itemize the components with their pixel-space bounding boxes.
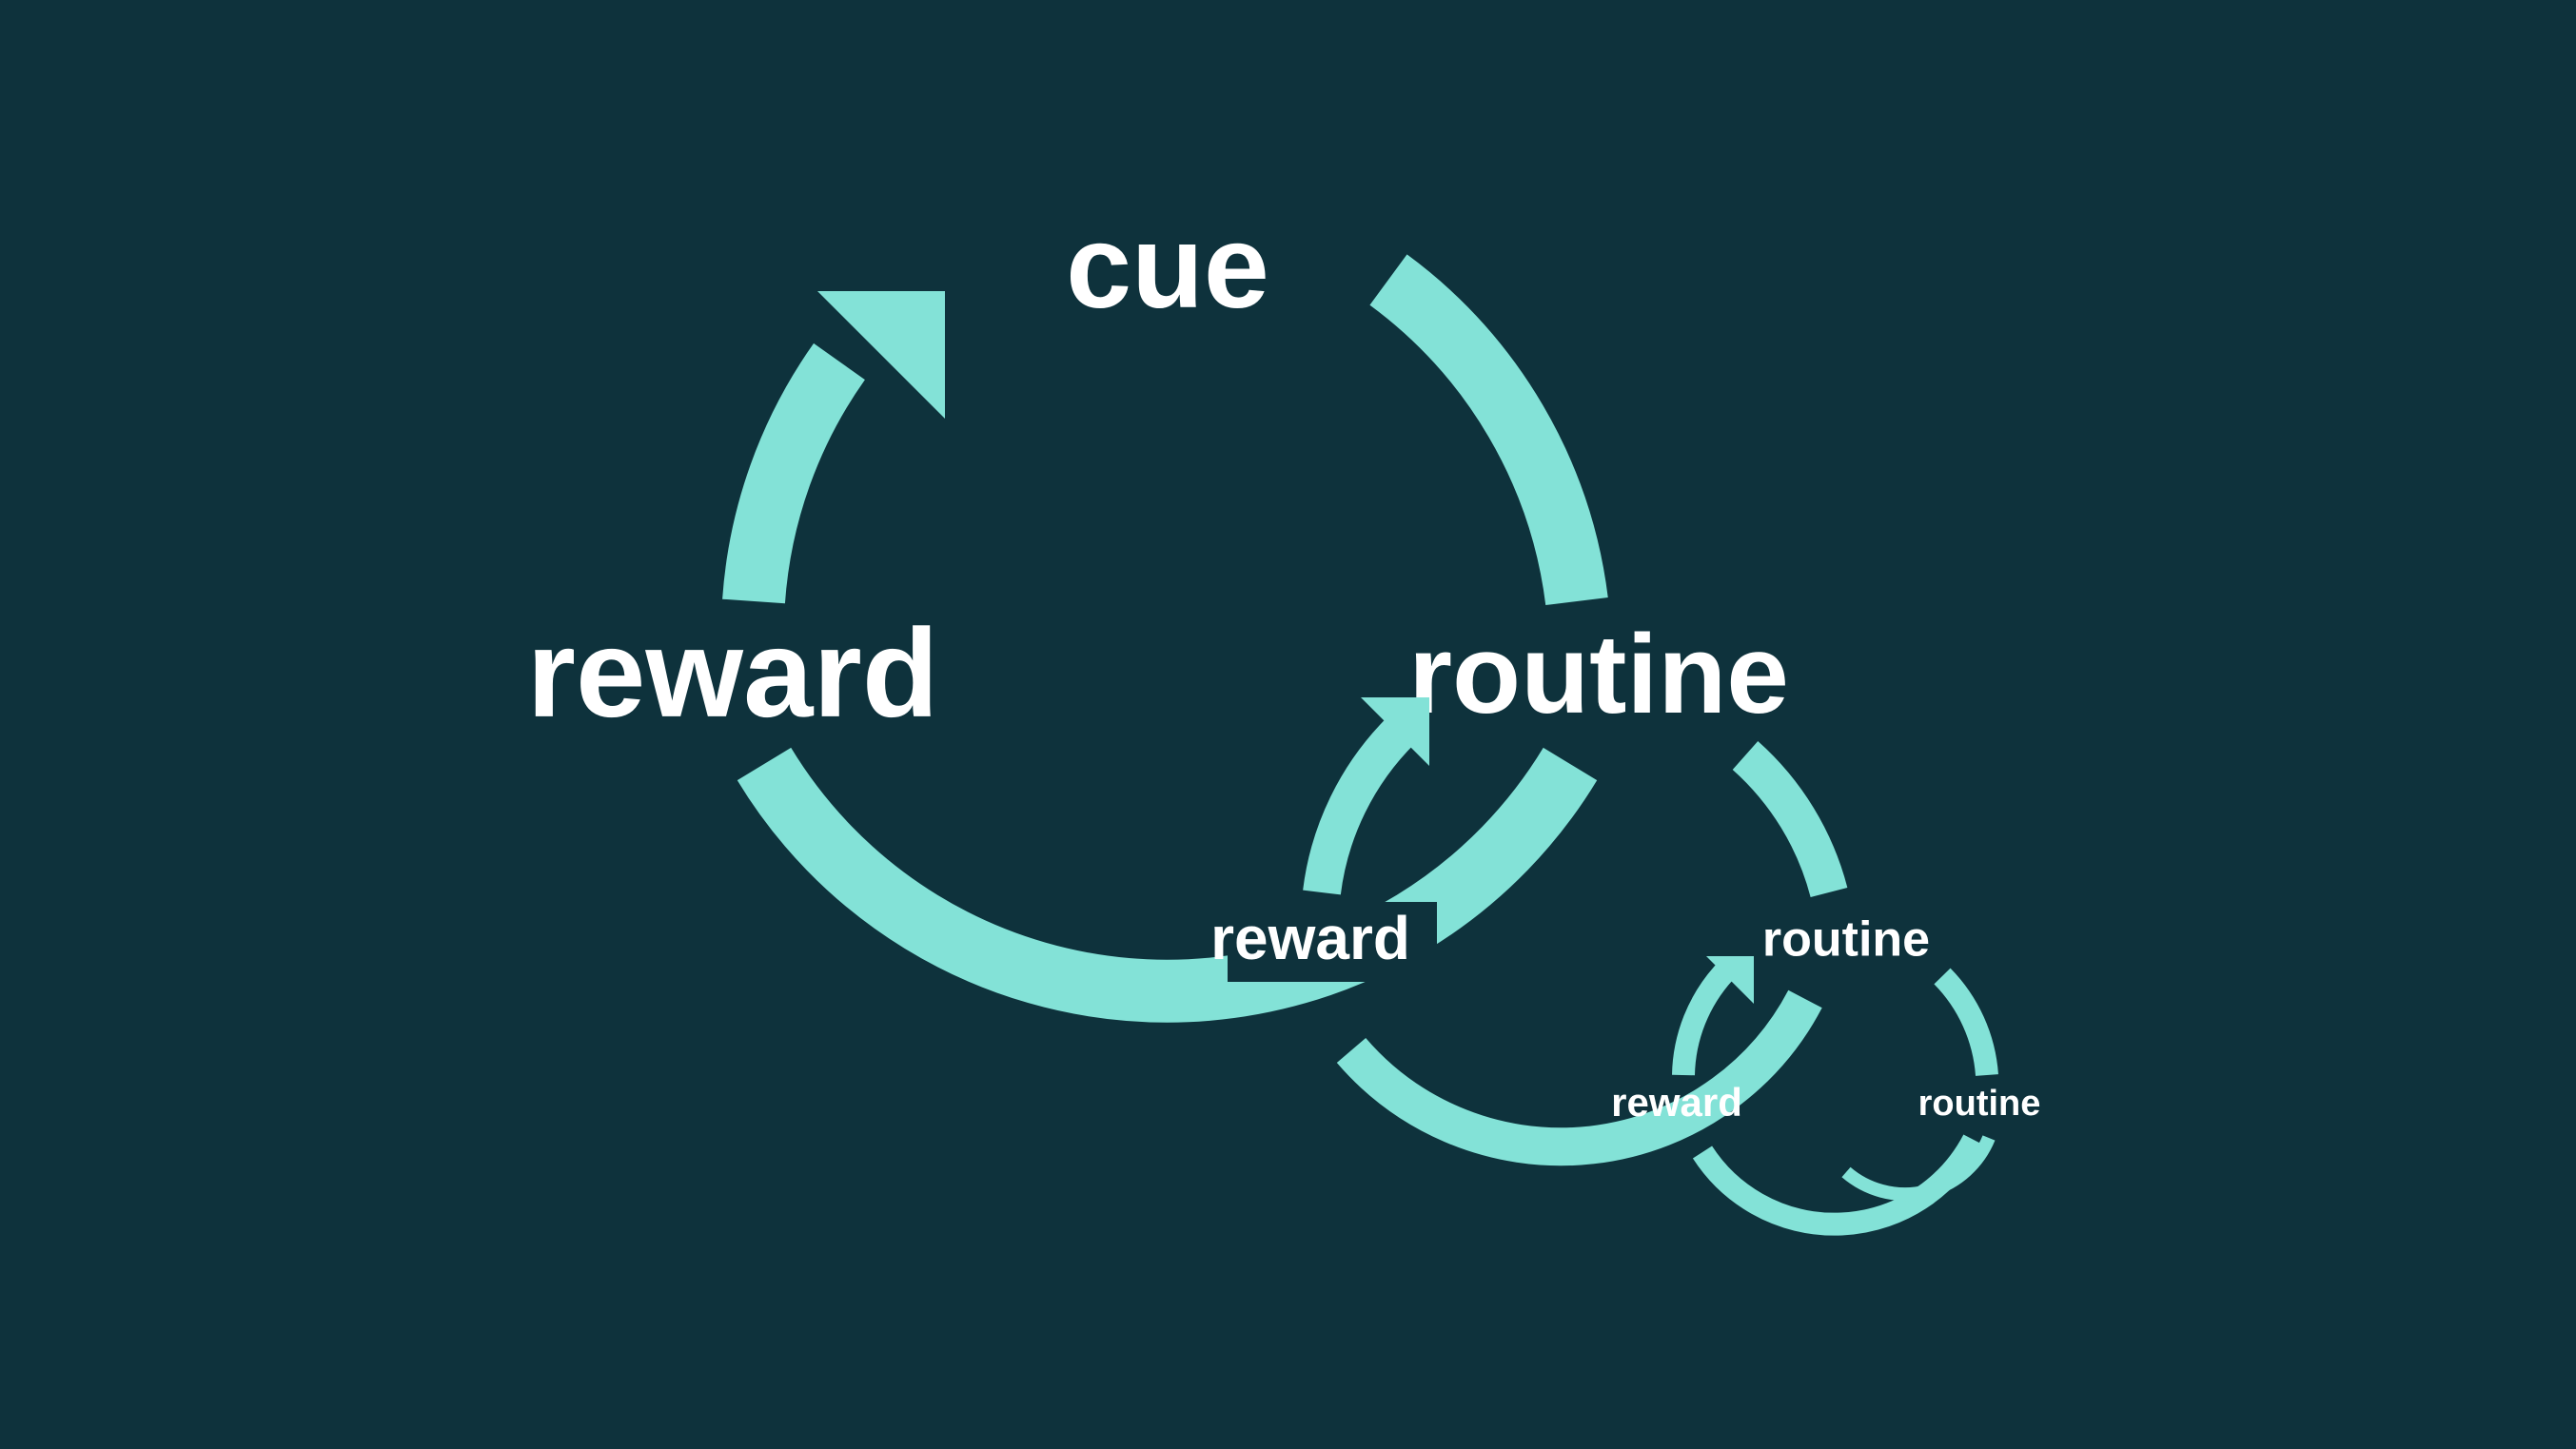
loop-2-arc-routine-to-reward — [1336, 989, 1822, 1166]
loop-1-reward-label: reward — [527, 603, 939, 743]
habit-loop-3: routine reward — [1611, 956, 2041, 1236]
habit-loop-2: routine reward — [1210, 697, 1930, 1166]
loop-1-arc-cue-to-routine — [1369, 254, 1608, 606]
loop-3-arc-reward-to-cue — [1672, 964, 1734, 1076]
loop-3-reward-label: reward — [1611, 1080, 1742, 1125]
habit-loop-4 — [1841, 1135, 1996, 1202]
loop-3-arrow-head-icon — [1706, 956, 1754, 1004]
loop-1-routine-label: routine — [1408, 612, 1789, 737]
loop-2-reward-label: reward — [1210, 904, 1410, 972]
loop-3-routine-label: routine — [1918, 1084, 2041, 1124]
habit-loop-1: cue routine reward — [527, 202, 1789, 1023]
loop-1-arrow-head-icon — [817, 291, 945, 419]
loop-2-arc-reward-to-cue — [1303, 715, 1416, 895]
loop-1-cue-label: cue — [1066, 202, 1269, 333]
loop-1-arc-routine-to-reward — [737, 747, 1598, 1023]
loop-3-arc-routine-to-reward — [1692, 1134, 1984, 1236]
loop-2-label-backdrop — [1228, 902, 1437, 982]
loop-4-arc-routine-to-reward — [1841, 1135, 1996, 1202]
loop-3-arc-cue-to-routine — [1934, 968, 1998, 1077]
loop-2-routine-label: routine — [1762, 912, 1930, 968]
loop-2-arrow-head-icon — [1361, 697, 1429, 766]
loop-1-arc-reward-to-cue — [722, 343, 866, 604]
loop-2-arc-cue-to-routine — [1732, 741, 1848, 898]
